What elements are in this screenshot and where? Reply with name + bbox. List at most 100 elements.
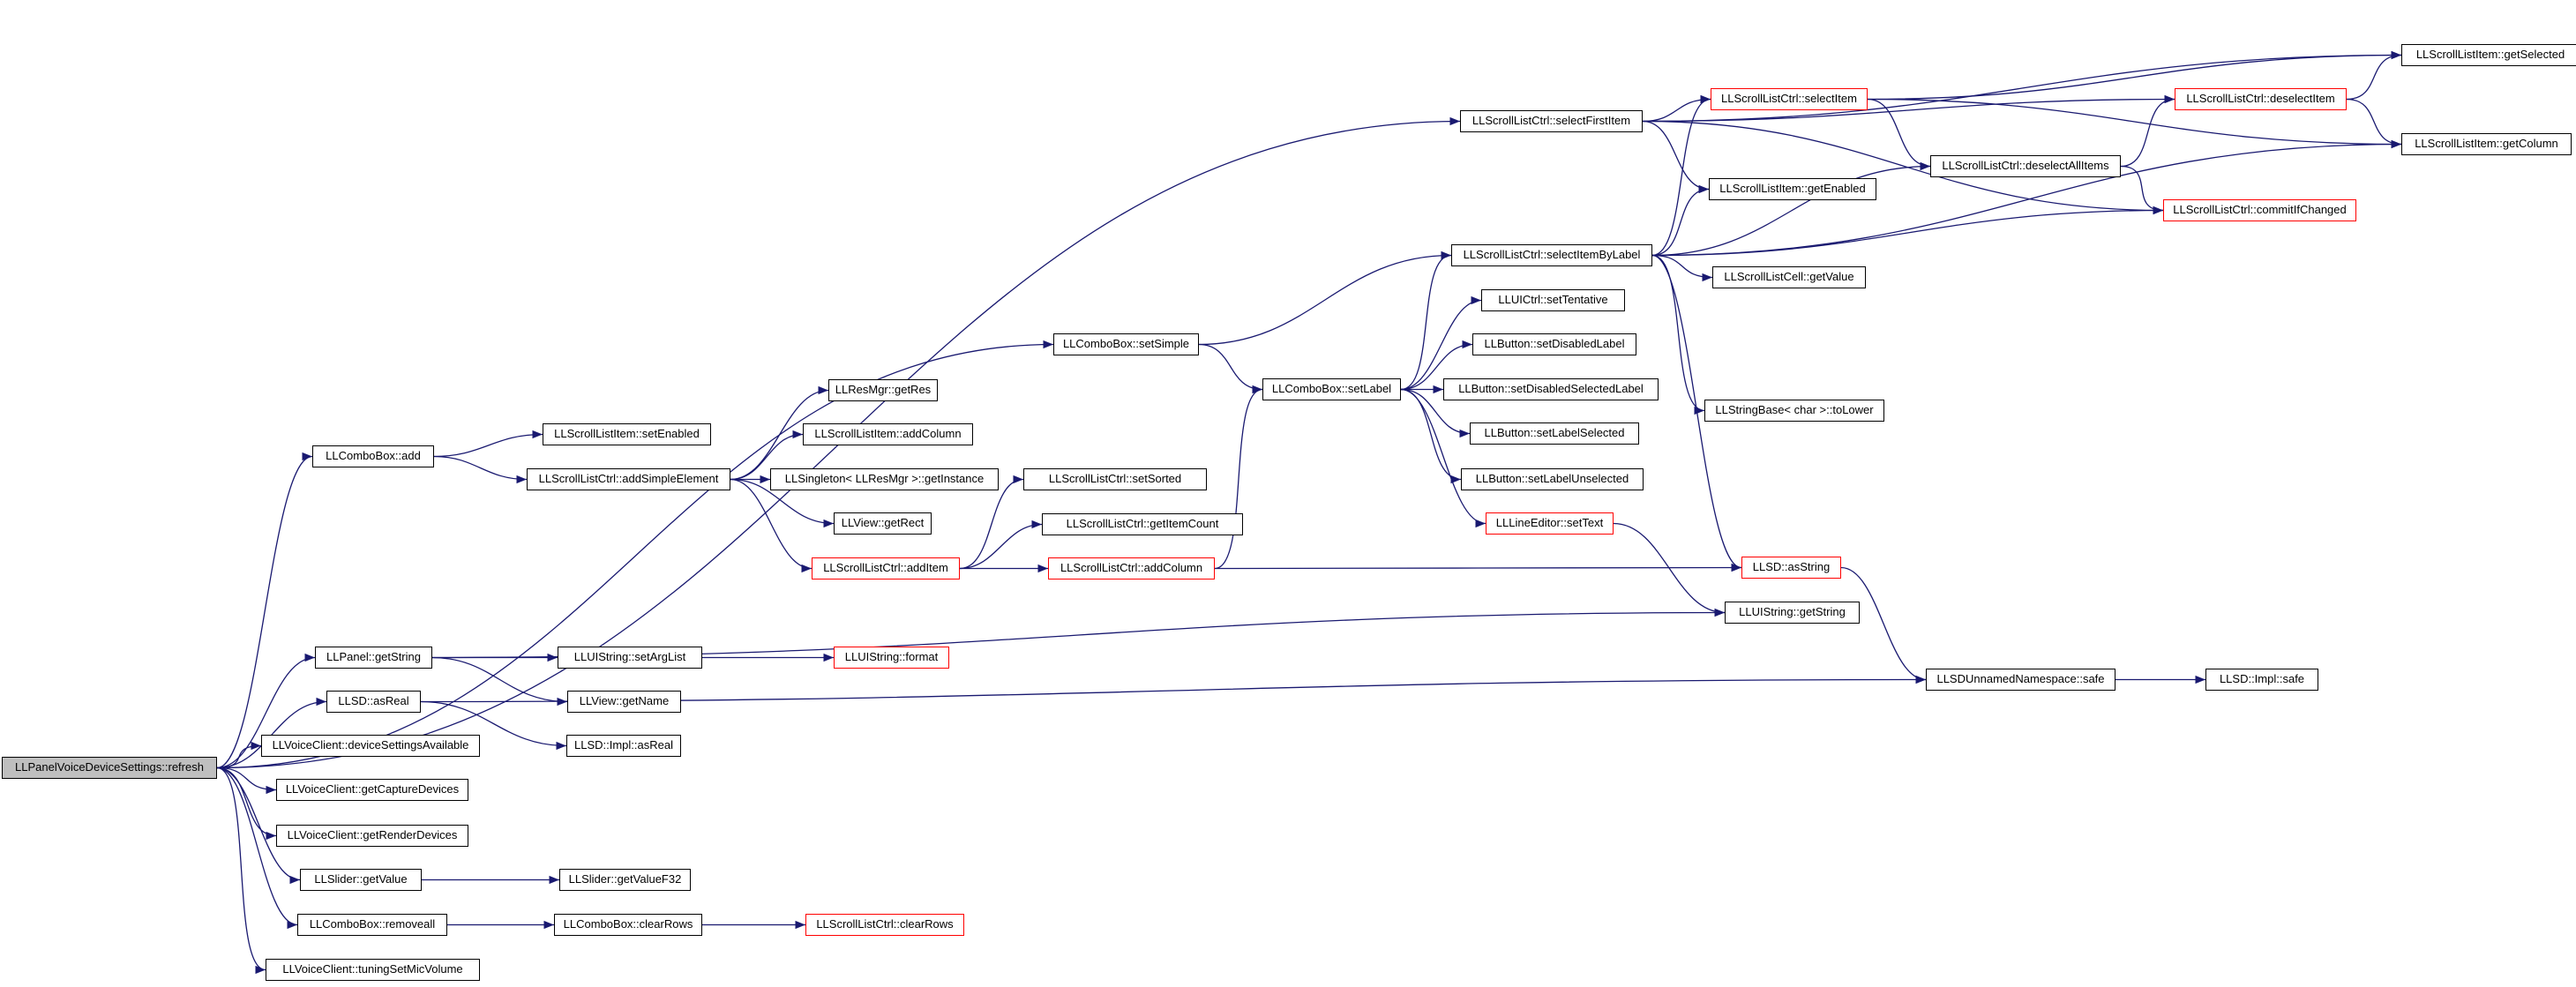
node-slc-addSimple[interactable]: LLScrollListCtrl::addSimpleElement [527, 468, 730, 490]
node-uistr-format[interactable]: LLUIString::format [834, 647, 949, 669]
edge-slc-selectItemByLabel-to-slc-selectItem [1651, 94, 1711, 257]
node-strbase-toLower[interactable]: LLStringBase< char >::toLower [1704, 400, 1884, 422]
edge-slc-deselectItem-to-sli-getColumn [2346, 98, 2402, 149]
node-sd-asString[interactable]: LLSD::asString [1741, 557, 1841, 579]
node-slc-deselectItem[interactable]: LLScrollListCtrl::deselectItem [2175, 88, 2347, 110]
edge-slc-addColumn-to-combo-setLabel [1214, 385, 1263, 570]
node-slc-getItemCount[interactable]: LLScrollListCtrl::getItemCount [1042, 513, 1243, 535]
node-btn-setLabelUnselected[interactable]: LLButton::setLabelUnselected [1461, 468, 1644, 490]
node-sli-addColumn[interactable]: LLScrollListItem::addColumn [803, 423, 973, 445]
node-uictrl-setTentative[interactable]: LLUICtrl::setTentative [1481, 289, 1625, 311]
edge-slc-selectItem-to-sli-getSelected [1867, 50, 2402, 101]
node-resmgr-getRes[interactable]: LLResMgr::getRes [828, 379, 938, 401]
edge-slc-addSimple-to-resmgr-getRes [730, 385, 829, 481]
edge-combo-setSimple-to-slc-selectItemByLabel [1198, 250, 1452, 346]
edge-sd-asReal-to-sdunnamed-safe [420, 675, 1927, 703]
node-sdunnamed-safe[interactable]: LLSDUnnamedNamespace::safe [1926, 669, 2115, 691]
edge-slc-selectItem-to-sli-getColumn [1867, 98, 2402, 149]
edge-root-to-combo-add [216, 452, 313, 769]
node-view-getRect[interactable]: LLView::getRect [834, 512, 932, 535]
edge-slc-selectItemByLabel-to-strbase-toLower [1651, 254, 1705, 415]
node-root[interactable]: LLPanelVoiceDeviceSettings::refresh [2, 757, 217, 779]
edge-combo-setLabel-to-btn-setLabelUnselected [1400, 388, 1462, 484]
edge-slc-selectItem-to-slc-deselectAllItems [1867, 98, 1931, 171]
node-sdimpl-asReal[interactable]: LLSD::Impl::asReal [566, 735, 681, 757]
node-uistr-getString[interactable]: LLUIString::getString [1725, 602, 1860, 624]
node-combo-removeall[interactable]: LLComboBox::removeall [297, 914, 447, 936]
node-sli-getEnabled[interactable]: LLScrollListItem::getEnabled [1709, 178, 1876, 200]
edge-slc-deselectAllItems-to-slc-deselectItem [2120, 94, 2175, 168]
node-slc-selectItem[interactable]: LLScrollListCtrl::selectItem [1711, 88, 1868, 110]
edge-slc-selectFirstItem-to-slc-deselectItem [1642, 94, 2175, 123]
node-slider-getValue[interactable]: LLSlider::getValue [300, 869, 422, 891]
node-slc-selectItemByLabel[interactable]: LLScrollListCtrl::selectItemByLabel [1451, 244, 1652, 266]
edge-root-to-vc-render [216, 766, 277, 841]
edge-sd-asReal-to-sdimpl-asReal [420, 700, 567, 751]
edge-root-to-vc-capture [216, 766, 277, 795]
node-sli-setEnabled[interactable]: LLScrollListItem::setEnabled [543, 423, 711, 445]
edge-slc-addSimple-to-view-getRect [730, 478, 835, 528]
edge-combo-setLabel-to-uictrl-setTentative [1400, 295, 1482, 391]
node-slc-addItem[interactable]: LLScrollListCtrl::addItem [812, 557, 960, 579]
node-vc-tuning[interactable]: LLVoiceClient::tuningSetMicVolume [266, 959, 480, 981]
node-slcell-getValue[interactable]: LLScrollListCell::getValue [1712, 266, 1866, 288]
node-sdimpl-safe[interactable]: LLSD::Impl::safe [2205, 669, 2318, 691]
node-combo-setSimple[interactable]: LLComboBox::setSimple [1053, 333, 1199, 355]
edge-slc-addColumn-to-sd-asString [1214, 563, 1742, 572]
node-vc-render[interactable]: LLVoiceClient::getRenderDevices [276, 825, 468, 847]
edge-root-to-vc-tuning [216, 766, 266, 975]
edge-combo-add-to-sli-setEnabled [433, 430, 543, 458]
node-combo-setLabel[interactable]: LLComboBox::setLabel [1262, 378, 1401, 400]
edge-sd-asString-to-sdunnamed-safe [1840, 566, 1927, 684]
node-btn-setDisabledSelectedLabel[interactable]: LLButton::setDisabledSelectedLabel [1443, 378, 1659, 400]
edge-slc-addSimple-to-sli-addColumn [730, 430, 804, 481]
edge-panel-getString-to-view-getName [431, 656, 568, 707]
edge-combo-setLabel-to-btn-setDisabledLabel [1400, 340, 1473, 391]
edge-combo-setLabel-to-slc-selectItemByLabel [1400, 250, 1452, 391]
edge-combo-setLabel-to-lineeditor-setText [1400, 388, 1486, 528]
node-sd-asReal[interactable]: LLSD::asReal [326, 691, 421, 713]
node-slider-getValueF32[interactable]: LLSlider::getValueF32 [559, 869, 691, 891]
edge-slc-selectItemByLabel-to-slcell-getValue [1651, 254, 1713, 282]
node-sli-getSelected[interactable]: LLScrollListItem::getSelected [2401, 44, 2576, 66]
edge-slc-selectItemByLabel-to-sli-getColumn [1651, 139, 2402, 257]
node-singleton-getInstance[interactable]: LLSingleton< LLResMgr >::getInstance [770, 468, 999, 490]
node-slc-clearRows[interactable]: LLScrollListCtrl::clearRows [805, 914, 964, 936]
node-panel-getString[interactable]: LLPanel::getString [315, 647, 432, 669]
edge-root-to-slider-getValue [216, 766, 301, 885]
node-slc-selectFirstItem[interactable]: LLScrollListCtrl::selectFirstItem [1460, 110, 1643, 132]
edge-slc-deselectAllItems-to-slc-commitIfChanged [2120, 165, 2164, 215]
edge-root-to-combo-removeall [216, 766, 298, 930]
edge-combo-setSimple-to-combo-setLabel [1198, 343, 1263, 394]
node-sli-getColumn[interactable]: LLScrollListItem::getColumn [2401, 133, 2572, 155]
edge-combo-setLabel-to-btn-setLabelSelected [1400, 388, 1471, 438]
edge-slc-selectItemByLabel-to-slc-commitIfChanged [1651, 206, 2164, 257]
edge-combo-add-to-slc-addSimple [433, 455, 528, 484]
edge-slc-selectFirstItem-to-slc-selectItem [1642, 94, 1711, 123]
node-uistr-setArgList[interactable]: LLUIString::setArgList [558, 647, 702, 669]
edge-slc-addItem-to-slc-setSorted [959, 475, 1024, 570]
node-slc-addColumn[interactable]: LLScrollListCtrl::addColumn [1048, 557, 1215, 579]
edge-slc-selectItemByLabel-to-sli-getEnabled [1651, 184, 1710, 257]
node-lineeditor-setText[interactable]: LLLineEditor::setText [1486, 512, 1614, 535]
edge-slc-selectItemByLabel-to-sd-asString [1651, 254, 1742, 572]
edge-lineeditor-setText-to-uistr-getString [1613, 522, 1726, 617]
edge-slc-selectFirstItem-to-sli-getEnabled [1642, 120, 1710, 194]
edge-slc-selectFirstItem-to-sli-getSelected [1642, 50, 2402, 123]
node-vc-capture[interactable]: LLVoiceClient::getCaptureDevices [276, 779, 468, 801]
node-slc-commitIfChanged[interactable]: LLScrollListCtrl::commitIfChanged [2163, 199, 2356, 221]
edge-slc-deselectItem-to-sli-getSelected [2346, 50, 2402, 101]
node-combo-add[interactable]: LLComboBox::add [312, 445, 434, 467]
edge-slc-selectItemByLabel-to-slc-deselectAllItems [1651, 161, 1931, 257]
edge-root-to-vc-devAvail [216, 741, 262, 769]
node-slc-deselectAllItems[interactable]: LLScrollListCtrl::deselectAllItems [1930, 155, 2121, 177]
node-combo-clearRows[interactable]: LLComboBox::clearRows [554, 914, 702, 936]
node-view-getName[interactable]: LLView::getName [567, 691, 681, 713]
node-btn-setDisabledLabel[interactable]: LLButton::setDisabledLabel [1472, 333, 1636, 355]
edge-slc-selectFirstItem-to-slc-commitIfChanged [1642, 120, 2164, 215]
node-vc-devAvail[interactable]: LLVoiceClient::deviceSettingsAvailable [261, 735, 480, 757]
node-slc-setSorted[interactable]: LLScrollListCtrl::setSorted [1023, 468, 1207, 490]
node-btn-setLabelSelected[interactable]: LLButton::setLabelSelected [1470, 422, 1639, 445]
